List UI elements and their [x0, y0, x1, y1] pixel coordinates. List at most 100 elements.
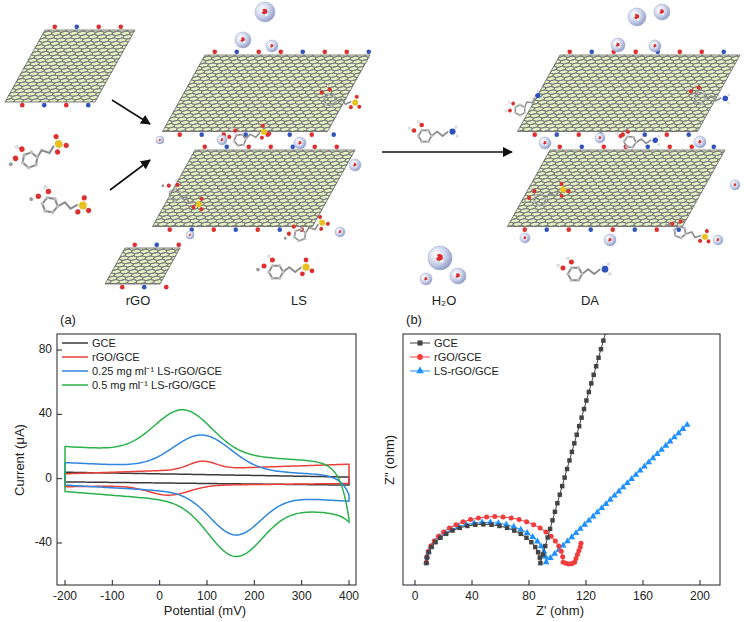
legend-text: GCE: [434, 337, 458, 350]
tick-label: 80: [39, 343, 52, 357]
tick-label: 200: [690, 590, 710, 604]
dopamine-molecule: [684, 81, 732, 109]
water-molecule: [649, 40, 661, 52]
data-marker: [578, 541, 583, 546]
tick-label: 40: [39, 407, 52, 421]
nyquist-line: [426, 425, 687, 562]
water-molecule: [255, 2, 275, 22]
data-marker: [582, 407, 586, 411]
data-marker: [473, 523, 477, 527]
data-marker: [465, 524, 469, 528]
data-marker: [450, 528, 454, 532]
tick-label: -100: [100, 590, 124, 604]
data-marker: [484, 514, 489, 519]
tick-label: -200: [53, 590, 77, 604]
tick-mark: [57, 414, 62, 415]
data-marker: [524, 519, 529, 524]
data-marker: [460, 519, 465, 524]
data-marker: [538, 561, 542, 565]
axis-title: Z" (ohm): [383, 435, 398, 485]
dopamine-molecule: [614, 127, 661, 151]
cv-curve: [65, 435, 349, 535]
tick-mark: [643, 580, 644, 585]
tick-mark: [586, 580, 587, 585]
nyquist-line: [426, 517, 581, 565]
water-molecule: [611, 38, 625, 52]
data-marker: [438, 536, 442, 540]
lignosulfonate-molecule: [662, 213, 715, 249]
lignosulfonate-molecule: [4, 129, 72, 176]
panel-label: (a): [60, 313, 76, 328]
water-molecule: [335, 227, 345, 237]
data-marker: [577, 424, 581, 428]
tick-label: 40: [465, 590, 478, 604]
component-label: LS: [291, 294, 307, 309]
plot-frame: [403, 334, 720, 585]
graphene-sheet: [140, 144, 371, 232]
water-molecule: [604, 234, 616, 246]
tick-label: 100: [197, 590, 217, 604]
graphene-sheet: [93, 242, 197, 289]
water-molecule: [595, 133, 605, 143]
data-marker: [533, 545, 537, 549]
data-marker: [560, 484, 564, 488]
data-marker: [457, 526, 461, 530]
data-marker: [559, 549, 564, 554]
data-marker: [424, 561, 428, 565]
data-marker: [567, 458, 571, 462]
data-marker: [426, 550, 430, 554]
data-marker: [509, 515, 514, 520]
legend-text: GCE: [92, 337, 116, 350]
tick-mark: [415, 580, 416, 585]
tick-mark: [349, 580, 350, 585]
data-marker: [543, 544, 547, 548]
tick-label: 120: [576, 590, 596, 604]
water-molecule: [694, 136, 706, 148]
data-marker: [562, 475, 566, 479]
data-marker: [541, 552, 545, 556]
dopamine-molecule: [408, 120, 458, 143]
data-marker: [497, 524, 501, 528]
tick-label: -40: [35, 536, 52, 550]
data-marker: [501, 514, 506, 519]
water-molecule: [628, 8, 646, 26]
water-molecule: [349, 159, 361, 171]
data-marker: [556, 544, 561, 549]
cv-curve: [65, 461, 349, 495]
data-marker: [596, 355, 600, 359]
tick-mark: [301, 580, 302, 585]
data-marker: [555, 501, 559, 505]
tick-mark: [472, 580, 473, 585]
graphene-sheet: [150, 49, 389, 137]
component-label: rGO: [126, 294, 151, 309]
water-molecule: [730, 180, 740, 190]
data-marker: [524, 536, 528, 540]
dopamine-molecule: [502, 85, 546, 121]
tick-mark: [207, 580, 208, 585]
tick-mark: [700, 580, 701, 585]
data-marker: [425, 555, 429, 559]
data-marker: [529, 540, 533, 544]
data-marker: [531, 522, 536, 527]
water-molecule: [266, 40, 278, 52]
data-marker: [481, 522, 485, 526]
water-molecule: [235, 32, 251, 48]
data-marker: [684, 421, 691, 427]
legend-swatch: [62, 370, 88, 372]
tick-mark: [57, 543, 62, 544]
water-molecule: [294, 137, 306, 149]
data-marker: [468, 517, 473, 522]
plot-frame: [57, 334, 356, 585]
tick-mark: [112, 580, 113, 585]
axis-title: Current (μA): [13, 424, 28, 496]
legend-swatch: [410, 340, 430, 345]
water-molecule: [539, 137, 551, 149]
data-marker: [589, 381, 593, 385]
tick-mark: [65, 580, 66, 585]
data-marker: [489, 523, 493, 527]
water-molecule: [186, 231, 194, 239]
tick-label: 0: [156, 590, 163, 604]
data-marker: [550, 518, 554, 522]
component-label: DA: [581, 294, 599, 309]
process-arrow: [112, 100, 150, 124]
